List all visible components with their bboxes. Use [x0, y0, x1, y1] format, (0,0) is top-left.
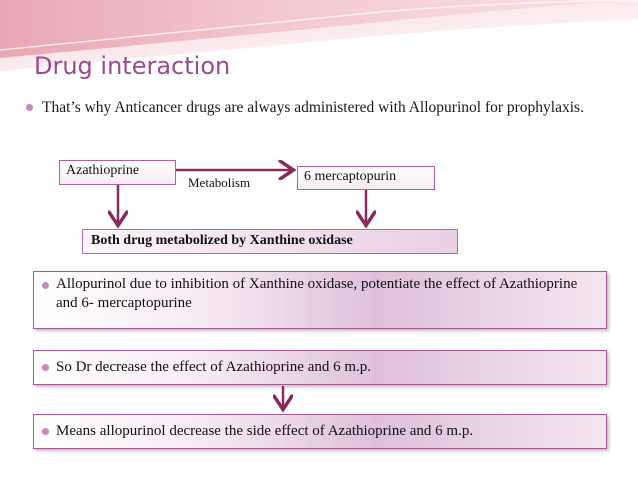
side-effect-text: Means allopurinol decrease the side effe…: [56, 423, 474, 439]
metabolism-label: Metabolism: [188, 175, 251, 190]
slide-title: Drug interaction: [34, 52, 231, 80]
xanthine-oxidase-label: Both drug metabolized by Xanthine oxidas…: [91, 233, 353, 248]
azathioprine-box: Azathioprine: [59, 160, 176, 185]
bullet-icon: [26, 104, 33, 111]
allopurinol-text: Allopurinol due to inhibition of Xanthin…: [56, 276, 578, 311]
intro-bullet-text: That’s why Anticancer drugs are always a…: [42, 99, 584, 116]
azathioprine-label: Azathioprine: [66, 163, 140, 178]
side-effect-box: Means allopurinol decrease the side effe…: [33, 414, 607, 449]
decrease-effect-text: So Dr decrease the effect of Azathioprin…: [56, 359, 372, 375]
allopurinol-box: Allopurinol due to inhibition of Xanthin…: [33, 271, 607, 329]
bullet-icon: [42, 364, 49, 371]
mercaptopurin-label: 6 mercaptopurin: [304, 169, 397, 184]
bullet-icon: [42, 282, 49, 289]
intro-bullet: That’s why Anticancer drugs are always a…: [26, 98, 612, 118]
mercaptopurin-box: 6 mercaptopurin: [297, 166, 435, 190]
decrease-effect-box: So Dr decrease the effect of Azathioprin…: [33, 350, 607, 385]
header-decoration: [0, 0, 638, 73]
bullet-icon: [42, 428, 49, 435]
xanthine-oxidase-bar: Both drug metabolized by Xanthine oxidas…: [82, 229, 458, 254]
